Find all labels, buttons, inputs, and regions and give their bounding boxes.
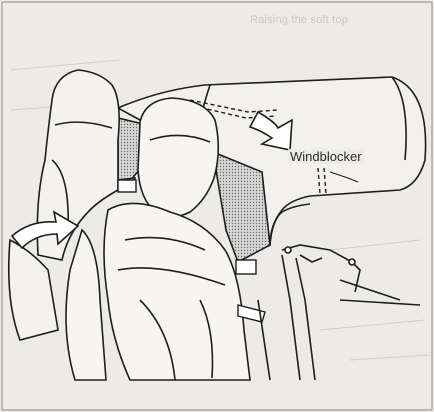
windblocker-callout-label: Windblocker <box>288 149 364 164</box>
roll-bar-structure <box>258 204 420 380</box>
